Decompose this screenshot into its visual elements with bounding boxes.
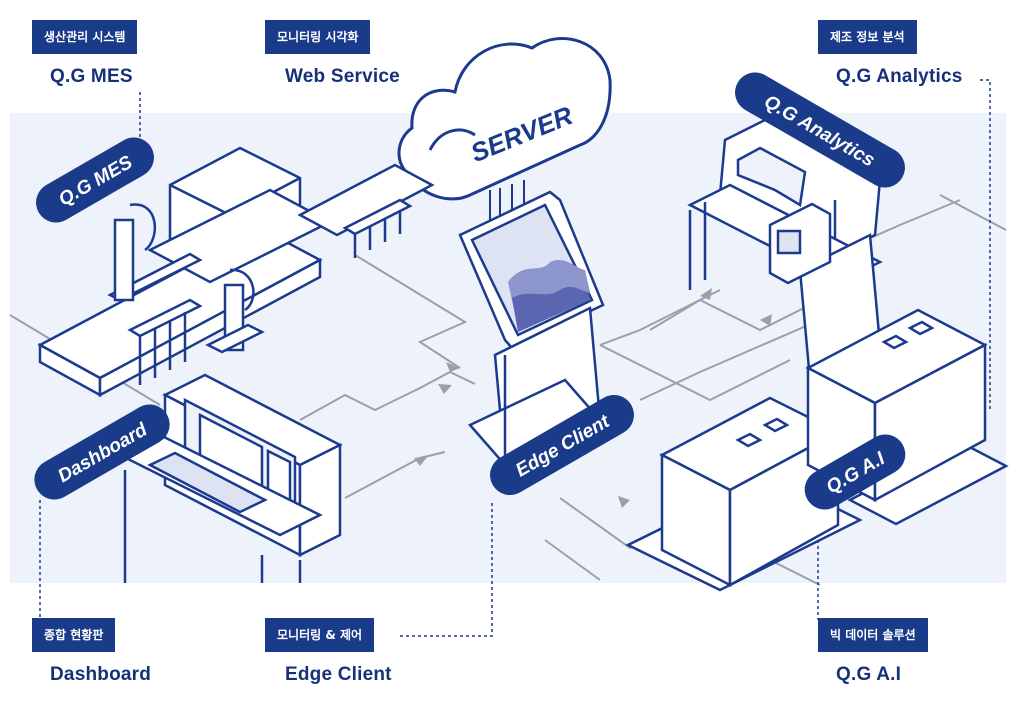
- mes-machine: [37, 146, 435, 398]
- connector-arrows: [414, 288, 772, 508]
- dashboard-badge-pill: [34, 404, 170, 500]
- analytics-badge-pill: [735, 72, 905, 188]
- mes-title: Q.G MES: [50, 66, 133, 87]
- mes-badge-pill: [36, 137, 154, 223]
- ai-badge-pill: [804, 434, 906, 510]
- edge-client-tag: 모니터링 & 제어: [265, 618, 375, 652]
- analytics-tag: 제조 정보 분석: [818, 20, 917, 54]
- web-service-title: Web Service: [285, 66, 400, 87]
- dashboard-tag: 종합 현황판: [32, 618, 116, 652]
- analytics-title: Q.G Analytics: [836, 66, 963, 87]
- edge-client-title: Edge Client: [285, 664, 392, 685]
- connector-lines: [9, 194, 1007, 586]
- dashboard-console: [117, 373, 343, 583]
- ai-tag: 빅 데이터 솔루션: [818, 618, 928, 652]
- web-service-tag: 모니터링 시각화: [265, 20, 371, 54]
- mes-badge: Q.G MES: [36, 137, 154, 223]
- server-cloud: [397, 37, 612, 201]
- edge-badge-pill: [490, 395, 634, 495]
- analytics-station: [687, 118, 883, 382]
- mes-tag: 생산관리 시스템: [32, 20, 138, 54]
- dashboard-title: Dashboard: [50, 664, 152, 685]
- ai-title: Q.G A.I: [836, 664, 902, 685]
- edge-kiosk: [458, 190, 605, 467]
